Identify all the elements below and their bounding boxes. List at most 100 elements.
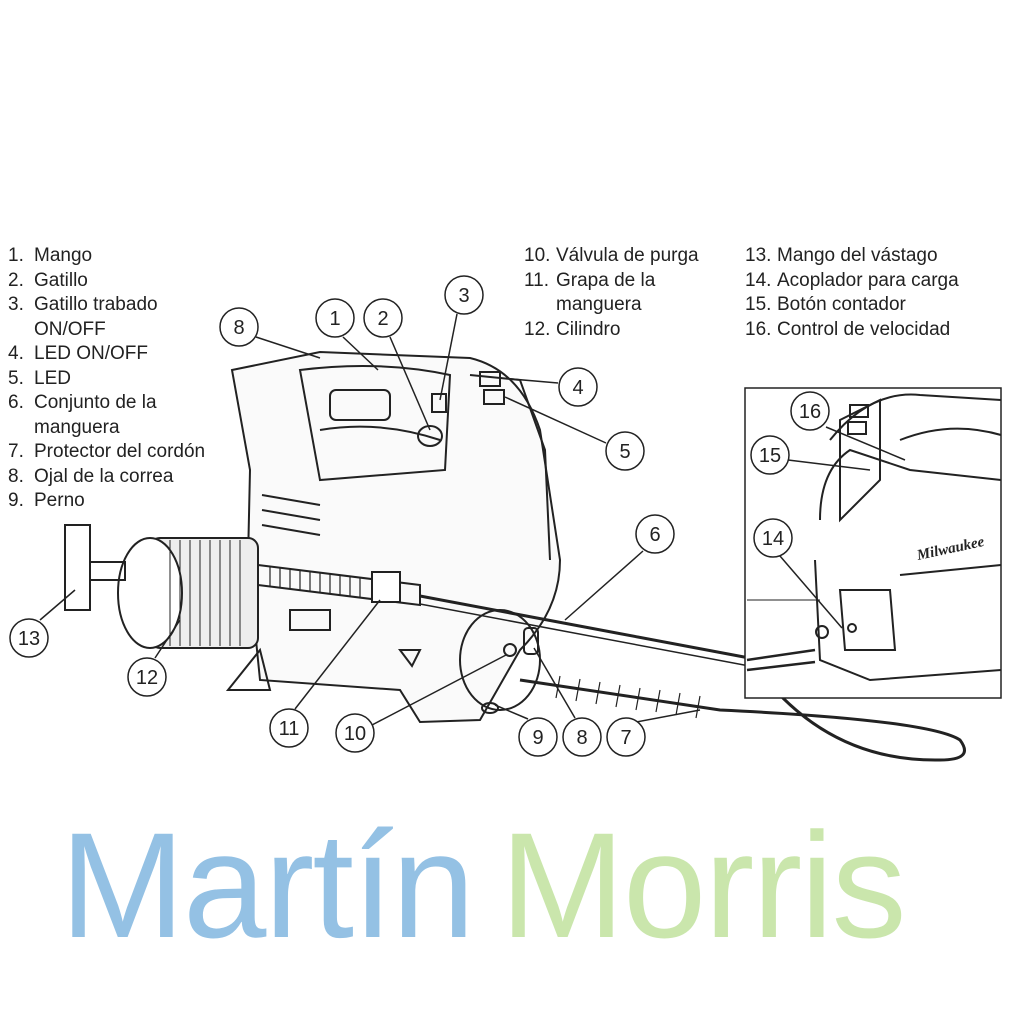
callout-11: 11 <box>269 708 309 748</box>
callout-circle <box>269 708 309 748</box>
legend-number: 6. <box>8 392 24 413</box>
callout-number: 8 <box>233 317 244 339</box>
callout-circle <box>635 514 675 554</box>
legend-item: 10.Válvula de purga <box>524 244 699 269</box>
callout-10: 10 <box>335 713 375 753</box>
legend-number: 7. <box>8 441 24 462</box>
legend-column-3: 13.Mango del vástago 14.Acoplador para c… <box>745 244 959 342</box>
legend-text: Protector del cordón <box>34 441 206 462</box>
legend-text: Botón contador <box>777 294 906 315</box>
legend-text: Acoplador para carga <box>777 269 959 291</box>
legend-number: 4. <box>8 343 24 364</box>
legend-text: Gatillo <box>34 269 88 291</box>
legend-item: 9. Perno <box>8 489 205 514</box>
callout-3: 3 <box>444 275 484 315</box>
callout-number: 13 <box>18 628 40 650</box>
callout-6: 6 <box>635 514 675 554</box>
callout-number: 6 <box>649 524 660 546</box>
callout-number: 15 <box>759 445 781 467</box>
legend-text: Mango <box>34 245 93 266</box>
callout-number: 8 <box>576 727 587 749</box>
legend-text: Grapa de la manguera <box>556 269 656 316</box>
callout-4: 4 <box>558 367 598 407</box>
callout-circle <box>363 298 403 338</box>
legend-text: LED <box>34 367 71 389</box>
legend-item: 16.Control de velocidad <box>745 318 959 343</box>
callout-number: 3 <box>458 285 469 307</box>
callout-14: 14 <box>753 518 793 558</box>
grease-gun-illustration <box>64 350 966 762</box>
legend-number: 9. <box>8 490 24 511</box>
callout-circle <box>9 618 49 658</box>
legend-column-2: 10.Válvula de purga 11.Grapa de la mangu… <box>524 244 699 342</box>
callout-number: 1 <box>329 308 340 330</box>
legend-item: 2. Gatillo <box>8 269 205 294</box>
callout-circle <box>750 435 790 475</box>
callout-circle <box>315 298 355 338</box>
legend-item: 7. Protector del cordón <box>8 440 205 465</box>
callout-circle <box>444 275 484 315</box>
callout-circle <box>790 391 830 431</box>
legend-item: 6. Conjunto de la manguera <box>8 391 205 440</box>
callout-number: 10 <box>344 723 366 745</box>
callout-number: 2 <box>377 308 388 330</box>
callout-number: 12 <box>136 667 158 689</box>
legend-number: 8. <box>8 465 24 487</box>
callout-12: 12 <box>127 657 167 697</box>
legend-number: 5. <box>8 367 24 389</box>
callout-circle <box>335 713 375 753</box>
legend-number: 14. <box>745 269 772 291</box>
callout-circle <box>127 657 167 697</box>
legend-item: 14.Acoplador para carga <box>745 269 959 294</box>
legend-item: 1. Mango <box>8 244 205 269</box>
callout-8: 8 <box>562 717 602 757</box>
callout-2: 2 <box>363 298 403 338</box>
legend-item: 15.Botón contador <box>745 293 959 318</box>
legend-column-1: 1. Mango 2. Gatillo 3.Gatillo trabado ON/O… <box>8 244 205 514</box>
callout-number: 4 <box>572 377 583 399</box>
callout-circle <box>606 717 646 757</box>
legend-text: Perno <box>34 490 85 511</box>
callout-8: 8 <box>219 307 259 347</box>
callout-circle <box>558 367 598 407</box>
legend-text: Mango del vástago <box>777 245 938 266</box>
legend-text: Control de velocidad <box>777 318 951 340</box>
callout-number: 14 <box>762 528 784 550</box>
callout-circle <box>562 717 602 757</box>
callout-number: 7 <box>620 727 631 749</box>
legend-item: 13.Mango del vástago <box>745 244 959 269</box>
legend-number: 10. <box>524 245 551 266</box>
leader-lines <box>39 313 906 728</box>
callout-number: 5 <box>619 441 630 463</box>
callout-circle <box>753 518 793 558</box>
legend-item: 5. LED <box>8 367 205 392</box>
callout-circle <box>605 431 645 471</box>
legend-item: 4.LED ON/OFF <box>8 342 205 367</box>
callout-9: 9 <box>518 717 558 757</box>
callout-15: 15 <box>750 435 790 475</box>
callout-number: 9 <box>532 727 543 749</box>
callout-number: 16 <box>799 401 821 423</box>
legend-item: 3.Gatillo trabado ON/OFF <box>8 293 205 342</box>
legend-text: Conjunto de la manguera <box>34 392 157 438</box>
legend-text: Ojal de la correa <box>34 465 174 487</box>
legend-number: 3. <box>8 294 24 315</box>
legend-number: 1. <box>8 245 24 266</box>
legend-number: 16. <box>745 318 772 340</box>
legend-number: 15. <box>745 294 772 315</box>
legend-item: 11.Grapa de la manguera <box>524 269 699 318</box>
callout-16: 16 <box>790 391 830 431</box>
legend-item: 8. Ojal de la correa <box>8 465 205 490</box>
legend-number: 12. <box>524 318 551 340</box>
callout-1: 1 <box>315 298 355 338</box>
legend-text: Cilindro <box>556 318 621 340</box>
callout-5: 5 <box>605 431 645 471</box>
legend-text: Válvula de purga <box>556 245 699 266</box>
legend-item: 12.Cilindro <box>524 318 699 343</box>
callout-circle <box>219 307 259 347</box>
callout-number: 11 <box>279 718 300 740</box>
legend-number: 2. <box>8 269 24 291</box>
callout-circle <box>518 717 558 757</box>
